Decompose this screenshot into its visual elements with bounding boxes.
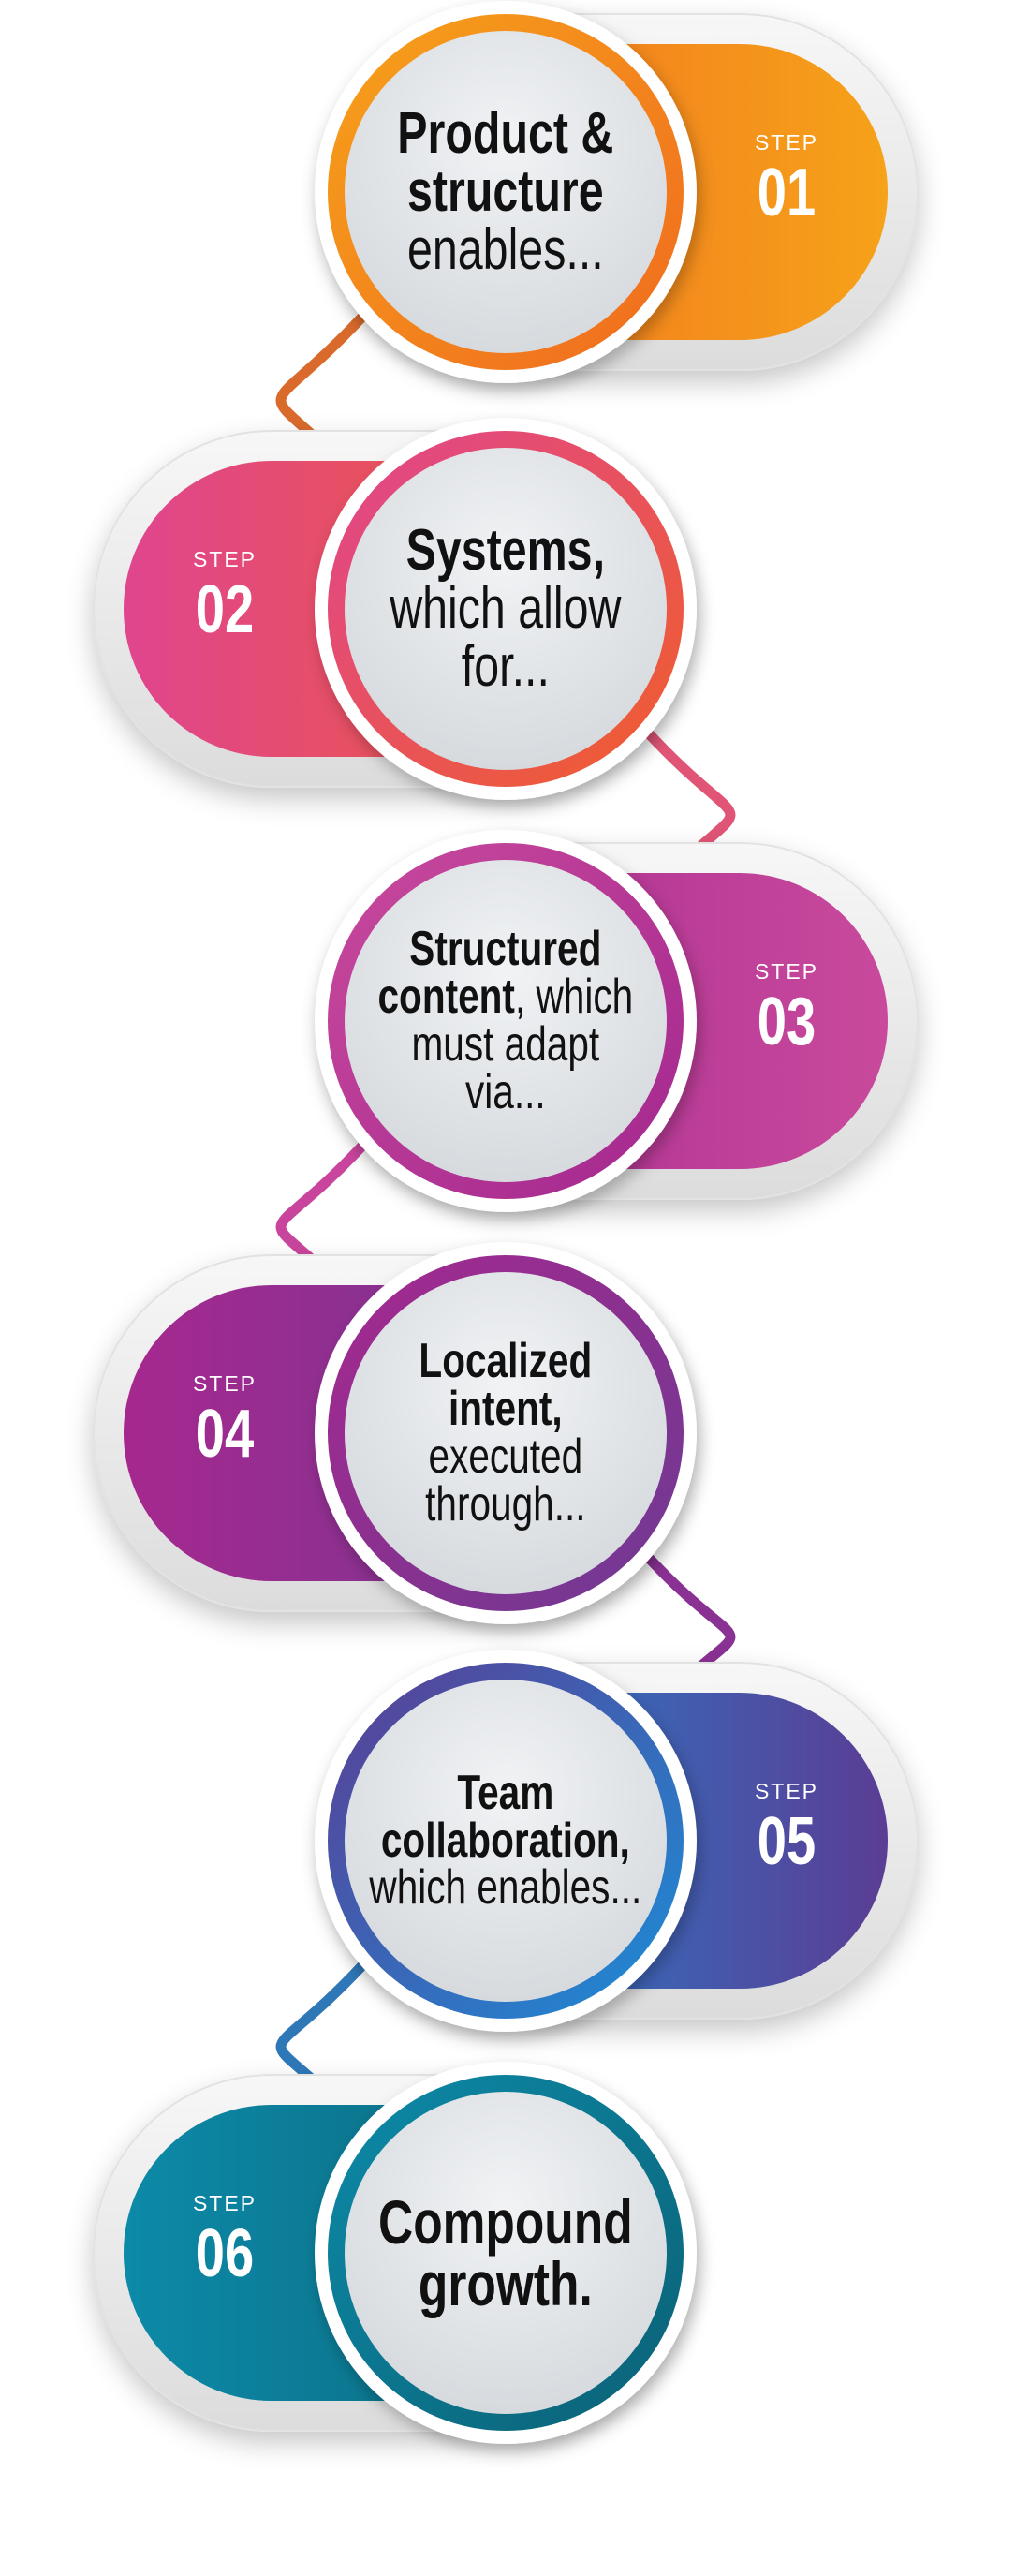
step-05-text-part: collaboration, xyxy=(381,1813,630,1868)
step-01 xyxy=(315,1,919,383)
step-05 xyxy=(315,1650,919,2032)
step-04-text-part: Localized xyxy=(419,1334,593,1389)
step-05-circle-disc xyxy=(345,1680,667,2002)
step-01-text-line: Product & xyxy=(397,105,613,163)
step-02-text-part: which allow xyxy=(390,576,622,641)
step-02-text-part: for... xyxy=(461,634,551,699)
step-02-text-line: Systems, xyxy=(406,522,605,580)
step-label: STEP xyxy=(754,1779,819,1803)
step-04-text-line: through... xyxy=(425,1480,585,1529)
step-number: 02 xyxy=(195,572,255,647)
step-06-text-line: Compound xyxy=(378,2191,633,2253)
step-03-text-line: via... xyxy=(465,1068,546,1117)
step-03-text-line: Structured xyxy=(409,925,601,973)
step-label: STEP xyxy=(192,547,258,571)
step-03-text-part: must adapt xyxy=(411,1017,600,1072)
step-02-text-part: Systems, xyxy=(405,518,606,583)
step-number: 01 xyxy=(757,155,817,230)
step-label: STEP xyxy=(754,130,819,155)
step-01-circle-disc xyxy=(345,31,667,353)
step-04 xyxy=(93,1242,697,1624)
step-05-text-line: collaboration, xyxy=(381,1813,630,1868)
step-03-text-line: must adapt xyxy=(412,1020,600,1069)
step-04-circle-disc xyxy=(345,1272,667,1594)
step-03-text-part: content xyxy=(377,970,516,1025)
step-06-circle-disc xyxy=(345,2092,667,2414)
step-06 xyxy=(93,2062,697,2444)
step-06-text-part: growth. xyxy=(419,2249,593,2318)
step-06-text-part: Compound xyxy=(378,2187,633,2257)
step-05-text-line: which enables... xyxy=(370,1863,642,1912)
step-label: STEP xyxy=(192,1371,258,1396)
step-02-text-line: which allow xyxy=(390,580,621,638)
step-number: 05 xyxy=(757,1804,817,1879)
step-04-text-part: intent, xyxy=(449,1382,563,1437)
step-04-text-part: executed xyxy=(428,1429,583,1484)
step-03 xyxy=(315,830,919,1212)
step-number: 04 xyxy=(195,1397,255,1472)
step-05-text-part: Team xyxy=(457,1765,554,1820)
step-03-text-part: Structured xyxy=(409,922,602,977)
step-03-text-part: via... xyxy=(465,1064,546,1119)
step-04-text-part: through... xyxy=(425,1476,586,1532)
step-02-text-line: for... xyxy=(462,638,550,696)
step-01-text-line: enables... xyxy=(407,221,604,279)
step-03-circle-disc xyxy=(345,860,667,1182)
step-number: 06 xyxy=(195,2216,255,2291)
step-03-text-part: , which xyxy=(515,970,634,1025)
step-01-text-part: enables... xyxy=(407,217,604,282)
step-05-text-line: Team xyxy=(458,1769,554,1817)
step-01-text-part: structure xyxy=(407,159,604,224)
step-label: STEP xyxy=(754,959,819,984)
step-04-text-line: Localized xyxy=(419,1337,593,1385)
step-06-text-line: growth. xyxy=(419,2253,593,2315)
step-01-text-part: Product & xyxy=(397,101,614,166)
step-label: STEP xyxy=(192,2191,258,2215)
steps-layer xyxy=(93,1,919,2444)
step-number: 03 xyxy=(757,985,817,1059)
step-01-text-line: structure xyxy=(407,163,604,221)
step-02 xyxy=(93,418,697,800)
step-05-text-part: which enables... xyxy=(369,1860,642,1916)
step-04-text-line: intent, xyxy=(449,1382,563,1437)
step-02-circle-disc xyxy=(345,448,667,770)
step-04-text-line: executed xyxy=(429,1432,583,1481)
step-03-text-line: content, which xyxy=(377,970,634,1025)
